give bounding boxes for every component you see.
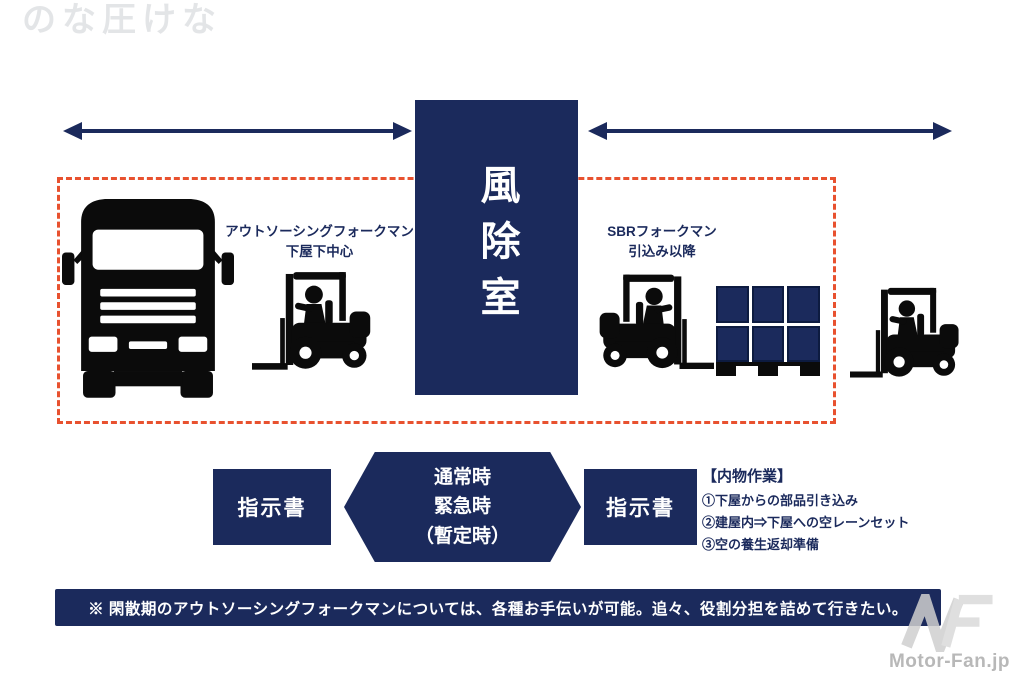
cargo-box [787,286,820,323]
condition-line3: （暫定時） [414,525,510,547]
cargo-box [751,286,785,323]
motor-fan-logo-icon [901,594,993,652]
right-span-arrow-icon [588,122,952,140]
work-list-item: ③空の養生返却準備 [702,537,820,553]
instruction-doc-label: 指示書 [237,497,307,520]
ghost-corner-text: のな圧けな [22,1,222,39]
condition-hexagon: 通常時 緊急時 （暫定時） [344,452,581,562]
work-list-item: ①下屋からの部品引き込み [702,493,859,508]
windbreak-room-block: 風除室 [415,100,578,395]
sbr-forkman-label-line2: 引込み以降 [628,243,696,259]
forklift-icon-left-zone [252,266,374,372]
inner-work-list: 【内物作業】 ①下屋からの部品引き込み ②建屋内⇒下屋への空レーンセット ③空の… [702,465,977,556]
instruction-doc-box-right: 指示書 [584,469,697,545]
cargo-box [716,286,749,323]
sbr-forkman-label: SBRフォークマン 引込み以降 [598,222,726,261]
outsourcing-forkman-label-line2: 下屋下中心 [285,243,354,259]
cargo-box-grid [716,286,820,362]
forklift-icon-outer [850,282,962,380]
work-list-title: 【内物作業】 [702,468,793,485]
windbreak-room-label: 風除室 [474,163,519,332]
cargo-box [716,325,749,362]
condition-line1: 通常時 [433,466,491,488]
note-banner-text: ※ 閑散期のアウトソーシングフォークマンについては、各種お手伝いが可能。追々、役… [88,600,908,618]
note-banner: ※ 閑散期のアウトソーシングフォークマンについては、各種お手伝いが可能。追々、役… [55,589,941,626]
work-list-item: ②建屋内⇒下屋への空レーンセット [702,515,910,531]
truck-icon [62,192,234,400]
outsourcing-forkman-label-line1: アウトソーシングフォークマン [225,224,414,239]
instruction-doc-label: 指示書 [606,497,675,520]
outsourcing-forkman-label: アウトソーシングフォークマン 下屋下中心 [222,222,417,261]
condition-line2: 緊急時 [433,496,491,518]
forklift-icon-sbr [596,266,714,374]
motor-fan-credit: Motor-Fan.jp [888,651,1010,672]
sbr-forkman-label-line1: SBRフォークマン [607,224,717,239]
cargo-box [787,325,820,362]
left-span-arrow-icon [63,122,412,140]
pallet-boxes [716,286,820,381]
pallet-base-icon [716,362,820,376]
instruction-doc-box-left: 指示書 [213,469,331,545]
cargo-box [751,325,785,362]
